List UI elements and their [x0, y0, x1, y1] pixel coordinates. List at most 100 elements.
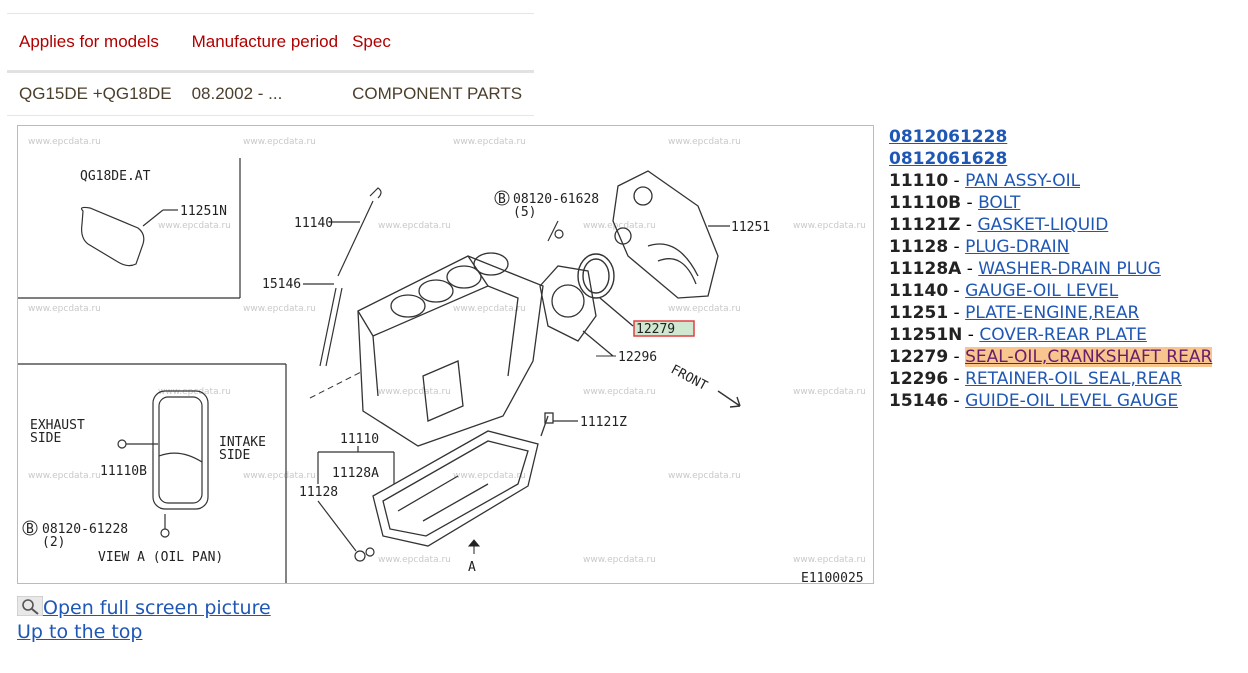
label-b: B [26, 522, 34, 537]
part-link-12296[interactable]: RETAINER-OIL SEAL,REAR [965, 369, 1182, 389]
label-bolt-qty: (5) [513, 205, 536, 220]
watermark: www.epcdata.ru [158, 387, 231, 397]
part-separator: - [961, 259, 979, 279]
part-row-11128a: 11128A - WASHER-DRAIN PLUG [889, 258, 1239, 280]
diagram-svg: www.epcdata.ru www.epcdata.ru www.epcdat… [18, 137, 866, 583]
watermark: www.epcdata.ru [793, 387, 866, 397]
part-link-11110b[interactable]: BOLT [978, 193, 1021, 213]
b-circle-icon [494, 190, 510, 206]
watermark: www.epcdata.ru [378, 221, 451, 231]
watermark: www.epcdata.ru [243, 471, 316, 481]
watermark: www.epcdata.ru [668, 471, 741, 481]
label-11128: 11128 [299, 485, 338, 500]
watermark: www.epcdata.ru [378, 387, 451, 397]
watermark: www.epcdata.ru [668, 137, 741, 147]
front-arrow-icon [717, 390, 741, 408]
part-link-12279[interactable]: SEAL-OIL,CRANKSHAFT REAR [965, 347, 1213, 367]
part-row-12279: 12279 - SEAL-OIL,CRANKSHAFT REAR [889, 346, 1239, 368]
engine-block [357, 252, 544, 447]
part-number: 12279 [889, 347, 949, 367]
bottom-links: Open full screen picture Up to the top [16, 595, 271, 643]
cell-models: QG15DE +QG18DE [7, 70, 184, 116]
up-to-top-link[interactable]: Up to the top [17, 621, 143, 643]
up-to-top-row: Up to the top [17, 621, 271, 643]
part-link-11251n[interactable]: COVER-REAR PLATE [979, 325, 1147, 345]
label-a: A [468, 560, 476, 575]
list-item: 0812061228 [889, 126, 1239, 148]
parts-diagram[interactable]: www.epcdata.ru www.epcdata.ru www.epcdat… [17, 125, 874, 584]
part-row-11140: 11140 - GAUGE-OIL LEVEL [889, 280, 1239, 302]
label-bolt-08120-61228: 08120-61228 [42, 522, 128, 537]
label-11121z: 11121Z [580, 415, 627, 430]
header-manufacture-period: Manufacture period [183, 13, 347, 72]
inset-oil-pan-view [18, 363, 287, 583]
cell-period: 08.2002 - ... [183, 70, 347, 116]
part-separator: - [961, 193, 979, 213]
part-link-11251[interactable]: PLATE-ENGINE,REAR [965, 303, 1140, 323]
part-separator: - [948, 171, 966, 191]
magnifier-icon[interactable] [16, 595, 44, 617]
label-front: FRONT [668, 362, 710, 394]
label-intake-side: SIDE [219, 448, 250, 463]
open-full-screen-link[interactable]: Open full screen picture [43, 597, 271, 619]
label-11251n: 11251N [180, 204, 227, 219]
label-12279: 12279 [636, 322, 675, 337]
part-number: 11128 [889, 237, 949, 257]
part-number: 11140 [889, 281, 949, 301]
watermark: www.epcdata.ru [243, 304, 316, 314]
bolt-icon [547, 220, 564, 242]
part-link-11121z[interactable]: GASKET-LIQUID [977, 215, 1109, 235]
oil-level-gauge [303, 187, 382, 367]
label-exhaust-side: SIDE [30, 431, 61, 446]
cell-spec: COMPONENT PARTS [346, 70, 535, 116]
part-separator: - [962, 325, 980, 345]
spec-table-row: QG15DE +QG18DE 08.2002 - ... COMPONENT P… [7, 70, 535, 116]
part-separator: - [948, 347, 966, 367]
part-row-11128: 11128 - PLUG-DRAIN [889, 236, 1239, 258]
part-link-11128a[interactable]: WASHER-DRAIN PLUG [978, 259, 1161, 279]
bolt-link-0812061228[interactable]: 0812061228 [889, 127, 1008, 147]
part-separator: - [948, 237, 966, 257]
part-number: 15146 [889, 391, 949, 411]
bolt-link-0812061628[interactable]: 0812061628 [889, 149, 1008, 169]
list-item: 0812061628 [889, 148, 1239, 170]
part-number: 11251 [889, 303, 949, 323]
part-number: 11121Z [889, 215, 961, 235]
part-row-11251: 11251 - PLATE-ENGINE,REAR [889, 302, 1239, 324]
part-row-11251n: 11251N - COVER-REAR PLATE [889, 324, 1239, 346]
open-full-screen-row: Open full screen picture [16, 595, 271, 619]
part-number: 11110 [889, 171, 949, 191]
part-number: 12296 [889, 369, 949, 389]
watermark: www.epcdata.ru [158, 221, 231, 231]
label-view-a: VIEW A (OIL PAN) [98, 550, 223, 565]
seal-retainer [539, 265, 614, 357]
part-link-11128[interactable]: PLUG-DRAIN [965, 237, 1070, 257]
view-a-arrow-icon [467, 539, 481, 554]
watermark: www.epcdata.ru [453, 471, 526, 481]
label-intake: INTAKE [219, 435, 266, 450]
part-link-11110[interactable]: PAN ASSY-OIL [965, 171, 1081, 191]
label-11128a: 11128A [332, 466, 379, 481]
label-11251: 11251 [731, 220, 770, 235]
header-applies-for-models: Applies for models [7, 13, 184, 72]
part-separator: - [948, 281, 966, 301]
watermark: www.epcdata.ru [583, 387, 656, 397]
watermark: www.epcdata.ru [243, 137, 316, 147]
part-number: 11110B [889, 193, 962, 213]
header-spec: Spec [346, 13, 535, 72]
watermark: www.epcdata.ru [28, 137, 101, 147]
watermark: www.epcdata.ru [668, 304, 741, 314]
highlight-12279[interactable] [633, 320, 695, 337]
spec-table-header: Applies for models Manufacture period Sp… [7, 13, 535, 72]
parts-list: 0812061228 0812061628 11110 - PAN ASSY-O… [889, 126, 1239, 412]
drain-plug-bracket [317, 446, 395, 562]
part-link-11140[interactable]: GAUGE-OIL LEVEL [965, 281, 1119, 301]
part-link-15146[interactable]: GUIDE-OIL LEVEL GAUGE [965, 391, 1179, 411]
watermark: www.epcdata.ru [28, 471, 101, 481]
watermark: www.epcdata.ru [453, 304, 526, 314]
label-bolt-08120-61628: 08120-61628 [513, 192, 599, 207]
label-11140: 11140 [294, 216, 333, 231]
watermark: www.epcdata.ru [583, 221, 656, 231]
part-row-11110b: 11110B - BOLT [889, 192, 1239, 214]
part-row-11121z: 11121Z - GASKET-LIQUID [889, 214, 1239, 236]
